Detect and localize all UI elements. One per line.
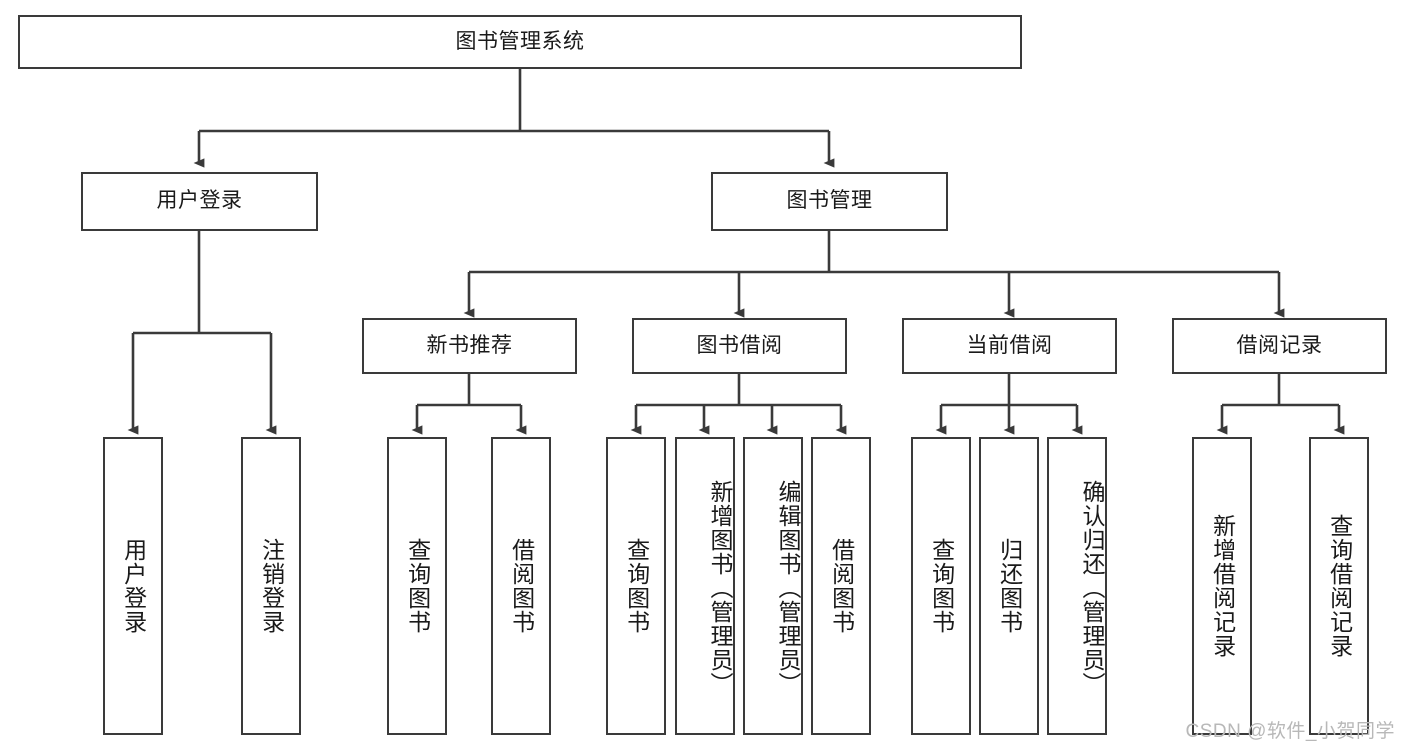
node-leaf-borrow-book-1[interactable]: 借阅图书	[491, 437, 551, 735]
node-leaf-query-record-label: 查询借阅记录	[1326, 514, 1353, 658]
node-leaf-confirm-return[interactable]: 确认归还（管理员）	[1047, 437, 1107, 735]
node-root[interactable]: 图书管理系统	[18, 15, 1022, 69]
node-leaf-user-login[interactable]: 用户登录	[103, 437, 163, 735]
node-leaf-edit-book-label: 编辑图书（管理员）	[775, 480, 801, 696]
node-current-borrow-label: 当前借阅	[966, 333, 1053, 357]
node-leaf-logout-login[interactable]: 注销登录	[241, 437, 301, 735]
node-leaf-borrow-book-2-label: 借阅图书	[828, 538, 855, 634]
node-user-login[interactable]: 用户登录	[81, 172, 318, 231]
node-leaf-user-login-label: 用户登录	[120, 538, 147, 634]
node-user-login-label: 用户登录	[156, 189, 243, 213]
node-leaf-borrow-book-2[interactable]: 借阅图书	[811, 437, 871, 735]
node-leaf-query-book-3-label: 查询图书	[928, 538, 955, 634]
node-leaf-return-book[interactable]: 归还图书	[979, 437, 1039, 735]
node-leaf-query-book-3[interactable]: 查询图书	[911, 437, 971, 735]
node-leaf-add-record-label: 新增借阅记录	[1209, 514, 1236, 658]
node-leaf-query-record[interactable]: 查询借阅记录	[1309, 437, 1369, 735]
node-leaf-logout-login-label: 注销登录	[258, 538, 285, 634]
node-leaf-add-book[interactable]: 新增图书（管理员）	[675, 437, 735, 735]
node-leaf-add-record[interactable]: 新增借阅记录	[1192, 437, 1252, 735]
node-leaf-query-book-2-label: 查询图书	[623, 538, 650, 634]
node-leaf-query-book-1[interactable]: 查询图书	[387, 437, 447, 735]
node-borrow-record-label: 借阅记录	[1236, 333, 1323, 357]
node-leaf-query-book-1-label: 查询图书	[404, 538, 431, 634]
node-book-management-label: 图书管理	[786, 189, 873, 213]
node-leaf-edit-book[interactable]: 编辑图书（管理员）	[743, 437, 803, 735]
node-book-management[interactable]: 图书管理	[711, 172, 948, 231]
node-leaf-borrow-book-1-label: 借阅图书	[508, 538, 535, 634]
node-leaf-return-book-label: 归还图书	[996, 538, 1023, 634]
node-borrow-record[interactable]: 借阅记录	[1172, 318, 1387, 374]
node-root-label: 图书管理系统	[455, 29, 585, 53]
node-leaf-query-book-2[interactable]: 查询图书	[606, 437, 666, 735]
node-current-borrow[interactable]: 当前借阅	[902, 318, 1117, 374]
node-new-book-recommend-label: 新书推荐	[426, 333, 513, 357]
node-book-borrow-label: 图书借阅	[696, 333, 783, 357]
csdn-watermark: CSDN @软件_小贺同学	[1185, 721, 1395, 742]
node-book-borrow[interactable]: 图书借阅	[632, 318, 847, 374]
node-new-book-recommend[interactable]: 新书推荐	[362, 318, 577, 374]
node-leaf-add-book-label: 新增图书（管理员）	[707, 480, 733, 696]
node-leaf-confirm-return-label: 确认归还（管理员）	[1079, 480, 1105, 696]
